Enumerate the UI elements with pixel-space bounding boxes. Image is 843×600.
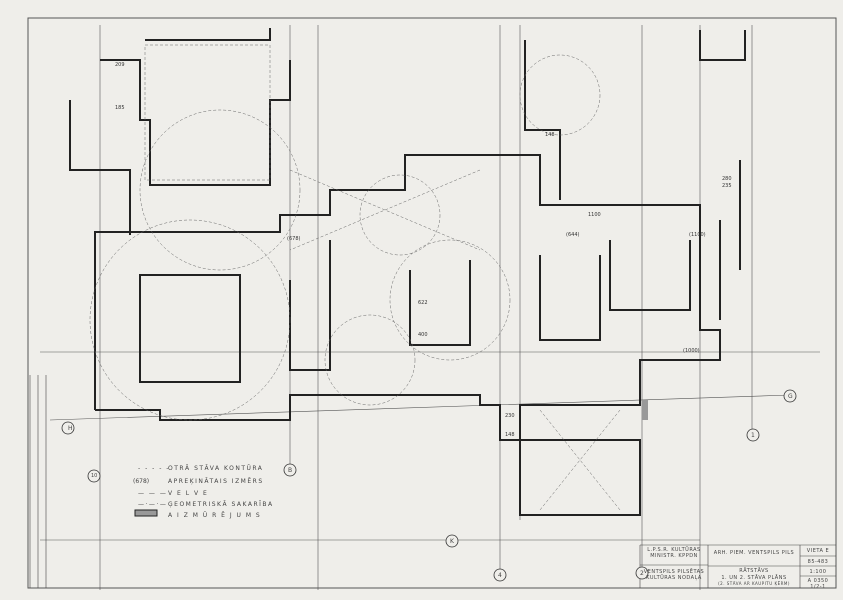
sheet-title: RĀTSTĀVS xyxy=(739,568,769,574)
ministry-text: L.P.S.R. KULTŪRAS MINISTR. KPPDN xyxy=(647,547,701,559)
legend-label: APREĶINĀTAIS IZMĒRS xyxy=(168,478,264,485)
department-text: VENTSPILS PILSĒTAS KULTŪRAS NODAĻA xyxy=(643,569,705,581)
legend-symbol: — — — xyxy=(138,490,168,497)
legend-symbol: —·—·— xyxy=(138,501,168,508)
axis-label: B xyxy=(288,467,293,474)
axis-marker-h xyxy=(61,421,75,435)
dimension-label: 280 xyxy=(722,176,732,182)
dimension-label: 1100 xyxy=(588,212,601,218)
axis-marker-4 xyxy=(493,568,507,582)
legend-label: V E L V E xyxy=(168,490,209,497)
dimension-label: 235 xyxy=(722,183,732,189)
dimension-label: 230 xyxy=(505,413,515,419)
dimension-label: (1000) xyxy=(683,348,700,354)
axis-label: 4 xyxy=(498,572,502,579)
legend-label: ĢEOMETRISKĀ SAKARĪBA xyxy=(168,501,274,508)
legend-symbol: (678) xyxy=(133,478,150,485)
dimension-label: 148 xyxy=(545,132,555,138)
dimension-label: 622 xyxy=(418,300,428,306)
legend-label: A I Z M Ū R Ē J U M S xyxy=(168,512,262,519)
dimension-label: (644) xyxy=(566,232,580,238)
axis-marker-g xyxy=(783,389,797,403)
code-cell: 1/2-1 xyxy=(810,584,826,590)
code-cell: A 0350 xyxy=(807,578,829,584)
dimension-label: 185 xyxy=(115,105,125,111)
code-cell: VIETA E xyxy=(806,548,830,554)
title-block-frame xyxy=(29,375,836,588)
legend-symbol: - - - - - xyxy=(138,465,170,472)
axis-marker-1 xyxy=(746,428,760,442)
dimension-label: 400 xyxy=(418,332,428,338)
axis-label: K xyxy=(450,538,454,545)
axis-marker-b xyxy=(283,463,297,477)
sheet-border xyxy=(27,17,837,589)
axis-label: H xyxy=(68,425,73,432)
axis-marker-10 xyxy=(87,469,101,483)
dimension-label: (678) xyxy=(287,236,301,242)
object-name: ARH. PIEM. VENTSPILS PILS xyxy=(713,550,795,556)
dimension-label: 209 xyxy=(115,62,125,68)
axis-label: 10 xyxy=(91,473,98,479)
axis-label: G xyxy=(788,393,793,400)
sheet-subtitle: 1. UN 2. STĀVA PLĀNS xyxy=(721,575,787,581)
axis-marker-k xyxy=(445,534,459,548)
axis-label: 2 xyxy=(640,570,644,577)
legend-label: OTRĀ STĀVA KONTŪRA xyxy=(168,465,264,472)
dimension-label: 148 xyxy=(505,432,515,438)
legend-hatch-swatch xyxy=(134,509,158,517)
axis-label: 1 xyxy=(751,432,755,439)
code-cell: 85-483 xyxy=(807,559,829,565)
dimension-label: (1100) xyxy=(689,232,706,238)
code-cell: 1:100 xyxy=(809,569,827,575)
sheet-note: (2. STĀVA AR KAUPITU ĶĒRM) xyxy=(718,581,790,586)
axis-marker-2 xyxy=(635,566,649,580)
